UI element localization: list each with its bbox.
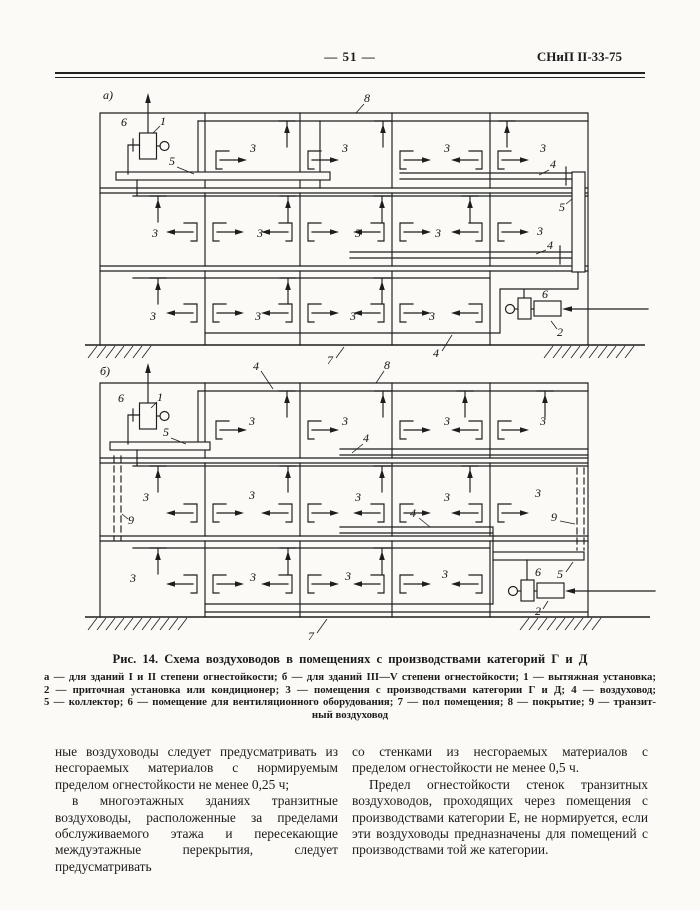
room-mark: 3 — [443, 490, 450, 504]
room-mark: 3 — [354, 226, 361, 240]
room-mark: 3 — [248, 488, 255, 502]
roof-mark: 8 — [364, 91, 370, 105]
floor-mark: 7 — [327, 353, 334, 367]
room-mark: 3 — [354, 490, 361, 504]
diagram-a-structure — [85, 112, 645, 359]
room-mark: 3 — [441, 567, 448, 581]
supply-unit-mark: 2 — [557, 325, 563, 339]
supply-unit-mark: 2 — [535, 604, 541, 618]
exhaust-unit-mark: 1 — [157, 390, 163, 404]
room-mark: 3 — [344, 569, 351, 583]
diagram-b-leaders — [121, 370, 576, 634]
figure-legend: а — для зданий I и II степени огнестойко… — [44, 671, 656, 721]
room-mark: 3 — [349, 309, 356, 323]
duct-mark: 4 — [410, 506, 416, 520]
transit-duct-mark: 9 — [128, 513, 134, 527]
roof-mark: 8 — [384, 358, 390, 372]
figure-caption: Рис. 14. Схема воздуховодов в помещениях… — [112, 652, 588, 666]
room-mark: 3 — [536, 224, 543, 238]
variant-a-label: а) — [103, 88, 113, 102]
vent-room-mark: 6 — [118, 391, 124, 405]
diagram-a-exhaust-unit — [127, 93, 170, 175]
body-column-left: ные воздуховоды следует предусматривать … — [55, 744, 338, 875]
diagram-b-labels: б) 6 1 5 4 8 4 9 9 4 5 6 2 7 3 3 3 3 3 3… — [100, 358, 563, 643]
paragraph: в многоэтажных зданиях транзитные воздух… — [55, 793, 338, 874]
room-mark: 3 — [129, 571, 136, 585]
transit-duct-mark: 9 — [551, 510, 557, 524]
collector-mark: 5 — [169, 154, 175, 168]
duct-mark: 4 — [547, 238, 553, 252]
duct-mark: 4 — [550, 157, 556, 171]
legend-line: 5 — коллектор; 6 — помещение для вентиля… — [44, 696, 656, 709]
variant-b-label: б) — [100, 364, 110, 378]
room-mark: 3 — [149, 309, 156, 323]
vent-room-mark: 6 — [542, 287, 548, 301]
room-mark: 3 — [539, 414, 546, 428]
room-mark: 3 — [534, 486, 541, 500]
collector-mark: 5 — [559, 200, 565, 214]
diagram-b-supply-unit — [507, 579, 656, 602]
room-mark: 3 — [428, 309, 435, 323]
exhaust-unit-mark: 1 — [160, 114, 166, 128]
diagram-a-leaders — [152, 103, 573, 359]
paragraph: со стенками из несгораемых материалов с … — [352, 744, 648, 776]
diagram-b-ducts — [109, 390, 589, 605]
doc-code: СНиП II-33-75 — [536, 49, 622, 64]
vent-room-mark: 6 — [121, 115, 127, 129]
page-number: — 51 — — [324, 49, 376, 64]
paragraph: ные воздуховоды следует предусматривать … — [55, 744, 338, 792]
room-mark: 3 — [249, 570, 256, 584]
room-mark: 3 — [254, 309, 261, 323]
collector-mark: 5 — [557, 567, 563, 581]
legend-line: а — для зданий I и II степени огнестойко… — [44, 671, 656, 683]
duct-mark: 4 — [433, 346, 439, 360]
room-mark: 3 — [142, 490, 149, 504]
duct-mark: 4 — [253, 359, 259, 373]
body-column-right: со стенками из несгораемых материалов с … — [352, 744, 648, 859]
room-mark: 3 — [248, 414, 255, 428]
room-mark: 3 — [249, 141, 256, 155]
duct-mark: 4 — [363, 431, 369, 445]
diagram-b-wall-openings — [165, 420, 530, 594]
legend-line: ный воздуховод — [311, 708, 389, 721]
room-mark: 3 — [443, 414, 450, 428]
header-rule — [55, 72, 645, 78]
diagram-a-supply-unit — [504, 297, 649, 320]
room-mark: 3 — [443, 141, 450, 155]
room-mark: 3 — [539, 141, 546, 155]
room-mark: 3 — [341, 141, 348, 155]
room-mark: 3 — [256, 226, 263, 240]
collector-mark: 5 — [163, 425, 169, 439]
room-mark: 3 — [341, 414, 348, 428]
paragraph: Предел огнестойкости стенок транзитных в… — [352, 776, 648, 858]
diagram-a-labels: а) 6 1 5 8 4 5 4 6 2 7 4 3 3 3 3 3 3 3 3… — [103, 88, 565, 367]
figure-14-diagram: а) 6 1 5 8 4 5 4 6 2 7 4 3 3 3 3 3 3 3 3… — [85, 88, 656, 643]
diagram-b-structure — [85, 382, 650, 631]
room-mark: 3 — [151, 226, 158, 240]
diagram-a-ducts — [115, 120, 589, 334]
diagram-b-exhaust-unit — [127, 363, 170, 445]
room-mark: 3 — [434, 226, 441, 240]
floor-mark: 7 — [308, 629, 315, 643]
vent-room-mark: 6 — [535, 565, 541, 579]
legend-line: 2 — приточная установка или кондиционер;… — [44, 683, 656, 696]
